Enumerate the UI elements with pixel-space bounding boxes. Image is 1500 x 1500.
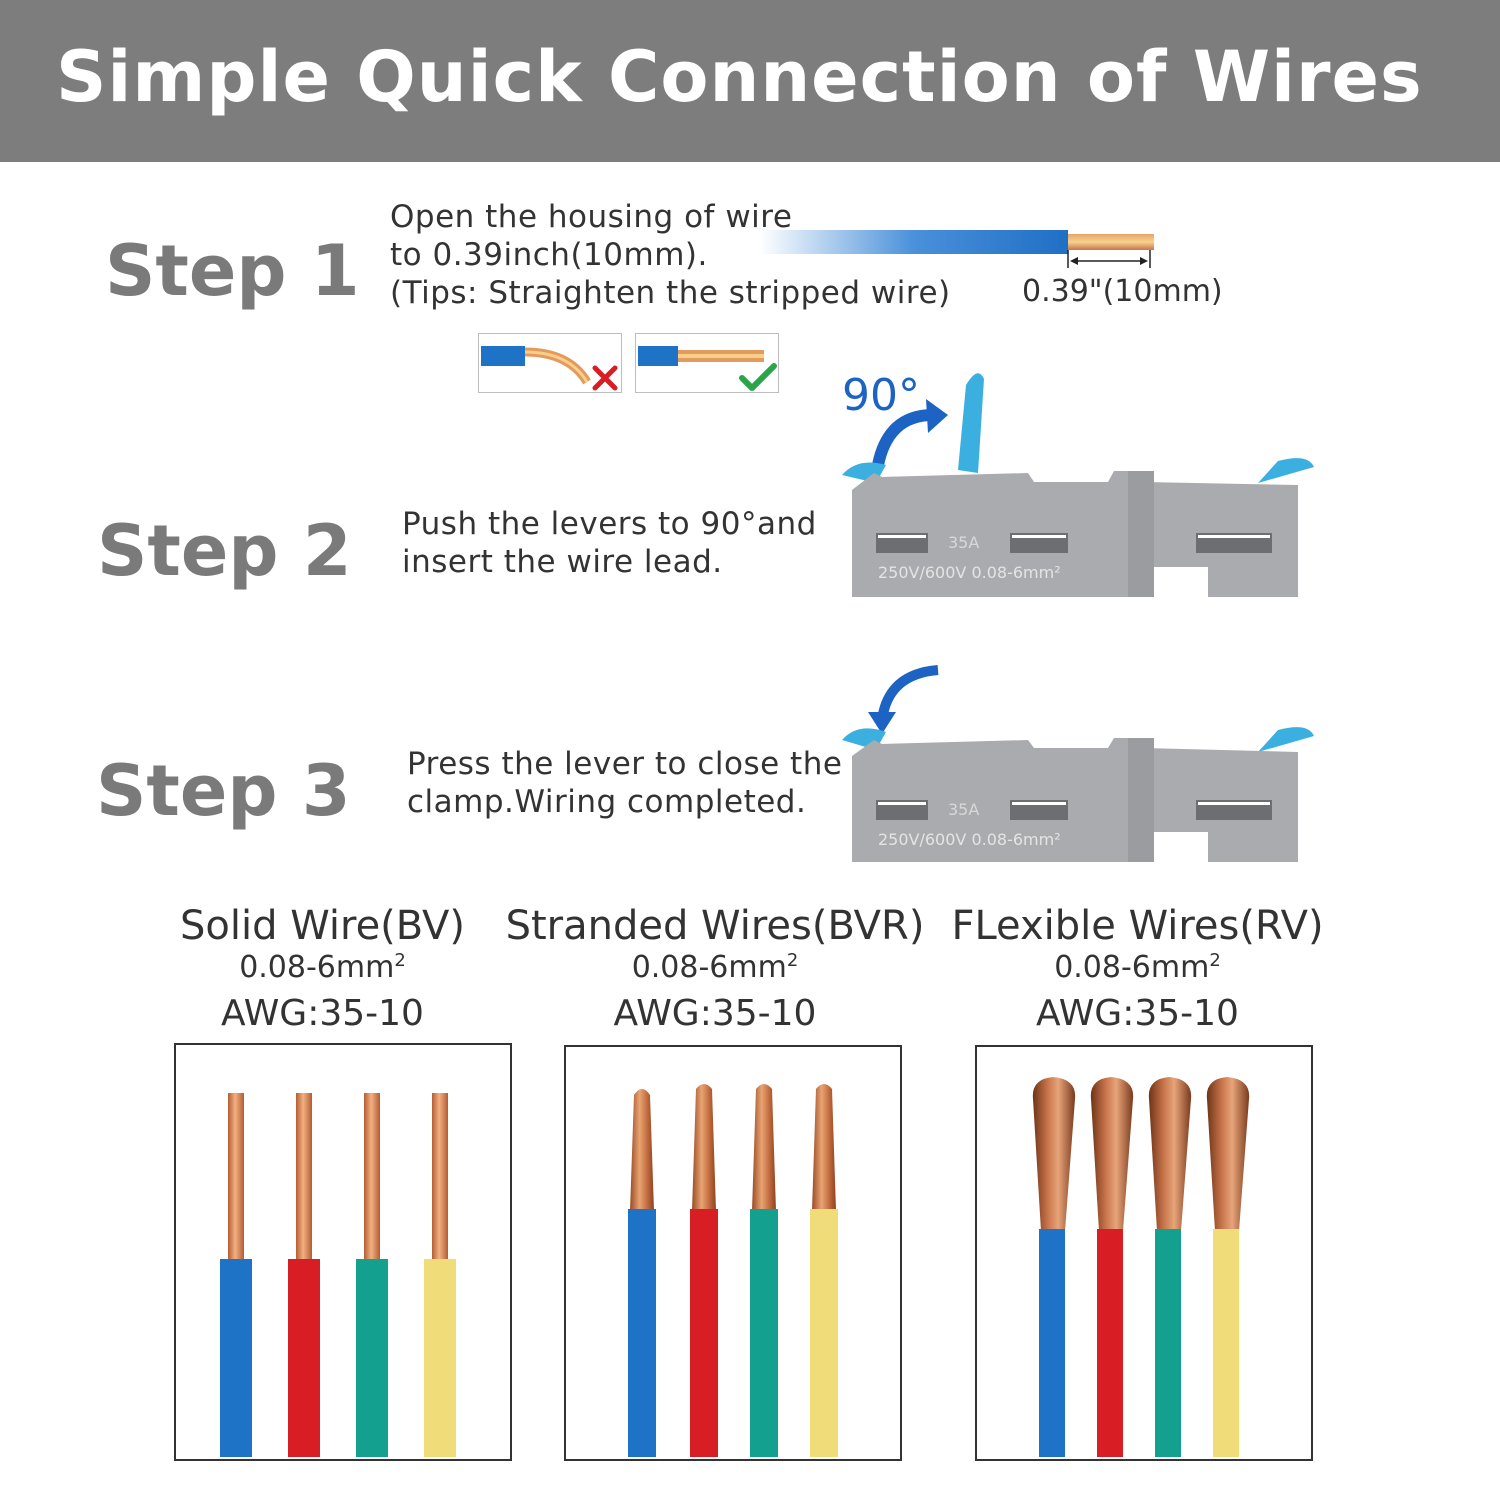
wire-type-range-unit-exp: 2: [1209, 950, 1221, 971]
wire-type-title-flexible: FLexible Wires(RV): [951, 903, 1324, 949]
connector-closed-illustration: [842, 665, 1314, 862]
stranded-wire-image: [564, 1045, 902, 1461]
solid-wire-yellow: [424, 1093, 456, 1457]
bent-wire-icon: [481, 346, 618, 391]
wire-type-range-stranded: 0.08-6mm2: [505, 950, 925, 985]
step2-label: Step 2: [97, 510, 352, 592]
wire-type-awg-stranded: AWG:35-10: [613, 993, 817, 1034]
angle-label: 90°: [842, 370, 920, 421]
tip-bent-wire-box: [478, 333, 622, 393]
header-banner: Simple Quick Connection of Wires: [0, 0, 1500, 162]
step1-instructions: Open the housing of wire to 0.39inch(10m…: [390, 198, 951, 312]
rotate-down-arrow-icon: [877, 665, 939, 721]
stranded-wire-yellow: [810, 1084, 838, 1457]
flexible-wire-image: [975, 1045, 1313, 1461]
step3-instructions: Press the lever to close the clamp.Wirin…: [407, 745, 842, 821]
wire-type-title-solid: Solid Wire(BV): [180, 903, 465, 949]
flexible-wire-green: [1148, 1077, 1192, 1457]
wire-type-range-unit-exp: 2: [394, 950, 406, 971]
wire-type-range-value: 0.08-6mm: [239, 950, 395, 985]
flexible-wire-blue: [1032, 1077, 1076, 1457]
step3-line2: clamp.Wiring completed.: [407, 784, 807, 820]
connector-closed-rating: 35A: [948, 800, 980, 819]
wire-type-awg-flexible: AWG:35-10: [1036, 993, 1239, 1034]
step1-line2: to 0.39inch(10mm).: [390, 237, 708, 273]
connector-open-spec: 250V/600V 0.08-6mm²: [878, 563, 1061, 582]
solid-wire-image: [174, 1043, 512, 1461]
wire-type-awg-solid: AWG:35-10: [221, 993, 424, 1034]
step1-line1: Open the housing of wire: [390, 199, 793, 235]
connector-open-rating: 35A: [948, 533, 980, 552]
connector-open-illustration: [842, 373, 1314, 597]
solid-wire-red: [288, 1093, 320, 1457]
step1-line3: (Tips: Straighten the stripped wire): [390, 275, 951, 311]
page-title: Simple Quick Connection of Wires: [56, 36, 1423, 118]
wire-type-range-value: 0.08-6mm: [1054, 950, 1210, 985]
stripped-wire-illustration: [760, 230, 1154, 268]
step3-line1: Press the lever to close the: [407, 746, 843, 782]
wire-type-range-value: 0.08-6mm: [631, 950, 787, 985]
step2-line2: insert the wire lead.: [402, 544, 723, 580]
tip-straight-wire-box: [635, 333, 779, 393]
wire-type-range-flexible: 0.08-6mm2: [945, 950, 1330, 985]
step2-line1: Push the levers to 90°and: [402, 506, 817, 542]
straight-wire-icon: [638, 346, 777, 391]
connector-closed-spec: 250V/600V 0.08-6mm²: [878, 830, 1061, 849]
step2-instructions: Push the levers to 90°and insert the wir…: [402, 505, 817, 581]
solid-wire-green: [356, 1093, 388, 1457]
stranded-wire-green: [750, 1084, 778, 1457]
flexible-wire-red: [1090, 1077, 1134, 1457]
stranded-wire-blue: [628, 1089, 656, 1457]
solid-wire-blue: [220, 1093, 252, 1457]
stranded-wire-red: [690, 1084, 718, 1457]
wire-type-title-stranded: Stranded Wires(BVR): [505, 903, 925, 949]
cross-icon: [592, 365, 618, 391]
wire-type-range-solid: 0.08-6mm2: [160, 950, 485, 985]
flexible-wire-yellow: [1206, 1077, 1250, 1457]
rotate-arrow-icon: [872, 409, 934, 467]
step3-label: Step 3: [96, 750, 351, 832]
wire-type-range-unit-exp: 2: [786, 950, 799, 971]
checkmark-icon: [739, 363, 777, 391]
step1-label: Step 1: [105, 230, 360, 312]
strip-length-label: 0.39"(10mm): [1022, 274, 1223, 309]
